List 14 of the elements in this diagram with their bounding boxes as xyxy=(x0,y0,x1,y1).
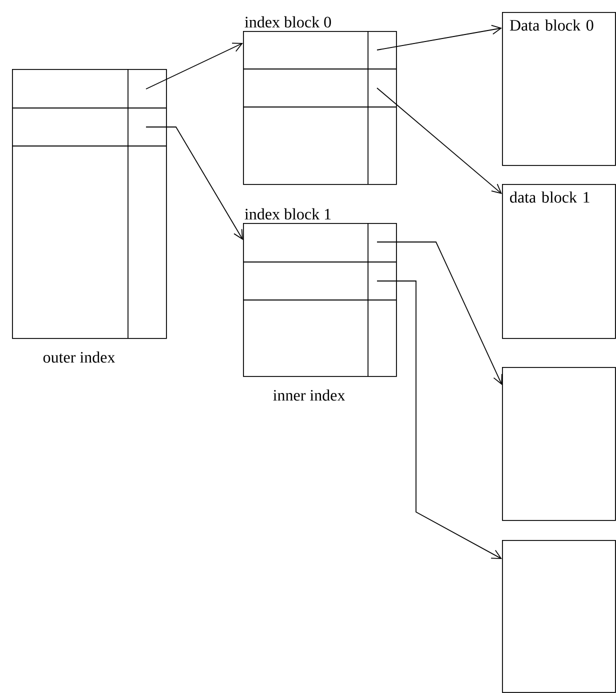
table-title: index block 0 xyxy=(244,16,331,28)
arrow xyxy=(146,42,243,90)
arrow xyxy=(146,126,243,240)
block-label: Data block 0 xyxy=(510,19,594,31)
table-title: index block 1 xyxy=(244,208,331,220)
arrow xyxy=(376,24,502,50)
arrow xyxy=(376,88,502,194)
caption-label: outer index xyxy=(43,351,116,363)
data-block-box xyxy=(502,367,616,521)
block-label: data block 1 xyxy=(510,191,590,203)
data-block-box xyxy=(502,540,616,693)
arrow xyxy=(376,280,502,559)
caption-label: inner index xyxy=(273,389,346,401)
arrow xyxy=(376,242,502,385)
